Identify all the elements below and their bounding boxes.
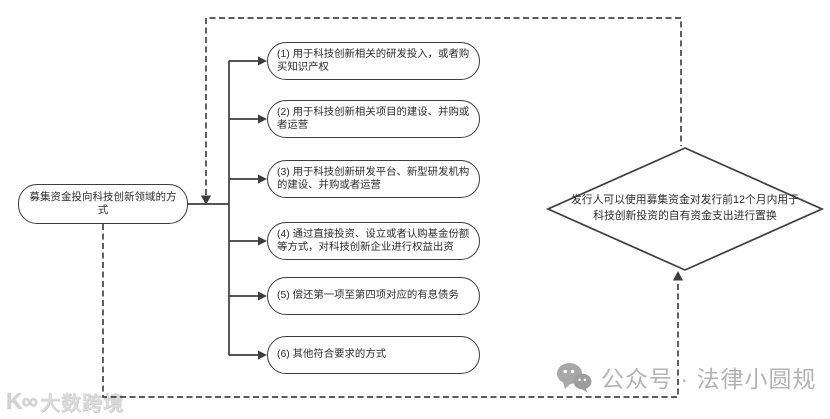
method-item-3: (3) 用于科技创新研发平台、新型研发机构的建设、并购或者运营 — [267, 160, 480, 198]
dashed-connector-bottom — [102, 224, 679, 398]
method-item-1: (1) 用于科技创新相关的研发投入，或者购买知识产权 — [267, 42, 480, 80]
method-item-label: (2) 用于科技创新相关项目的建设、并购或者运营 — [277, 106, 470, 132]
method-item-2: (2) 用于科技创新相关项目的建设、并购或者运营 — [267, 100, 480, 138]
method-item-4: (4) 通过直接投资、设立或者认购基金份额等方式，对科技创新企业进行权益出资 — [267, 222, 480, 260]
decision-diamond-shape — [545, 147, 825, 271]
method-item-5: (5) 偿还第一项至第四项对应的有息债务 — [267, 277, 480, 315]
start-node-label: 募集资金投向科技创新领域的方式 — [29, 191, 177, 216]
method-item-6: (6) 其他符合要求的方式 — [267, 336, 480, 374]
wechat-icon — [556, 362, 592, 393]
wechat-watermark-text: 公众号 · 法律小圆规 — [601, 366, 817, 392]
brand-logo-icon: K∞ — [6, 388, 38, 414]
branch-arrow-icons — [258, 56, 267, 360]
method-item-label: (5) 偿还第一项至第四项对应的有息债务 — [277, 290, 459, 302]
trunk-connectors — [188, 60, 259, 356]
arrow-up-icon — [673, 271, 683, 281]
dashed-connector-top — [205, 17, 682, 195]
method-item-label: (3) 用于科技创新研发平台、新型研发机构的建设、并购或者运营 — [277, 166, 470, 192]
method-item-label: (6) 其他符合要求的方式 — [277, 349, 387, 361]
arrow-down-icon — [201, 195, 211, 205]
method-item-label: (4) 通过直接投资、设立或者认购基金份额等方式，对科技创新企业进行权益出资 — [277, 228, 470, 254]
brand-watermark-text: 大数跨境 — [40, 393, 125, 415]
method-item-label: (1) 用于科技创新相关的研发投入，或者购买知识产权 — [277, 48, 470, 74]
brand-watermark-left: K∞ 大数跨境 — [6, 387, 124, 416]
decision-node-label: 发行人可以使用募集资金对发行前12个月内用于科技创新投资的自有资金支出进行置换 — [571, 194, 799, 222]
start-node: 募集资金投向科技创新领域的方式 — [18, 184, 188, 224]
wechat-watermark: 公众号 · 法律小圆规 — [556, 360, 816, 394]
